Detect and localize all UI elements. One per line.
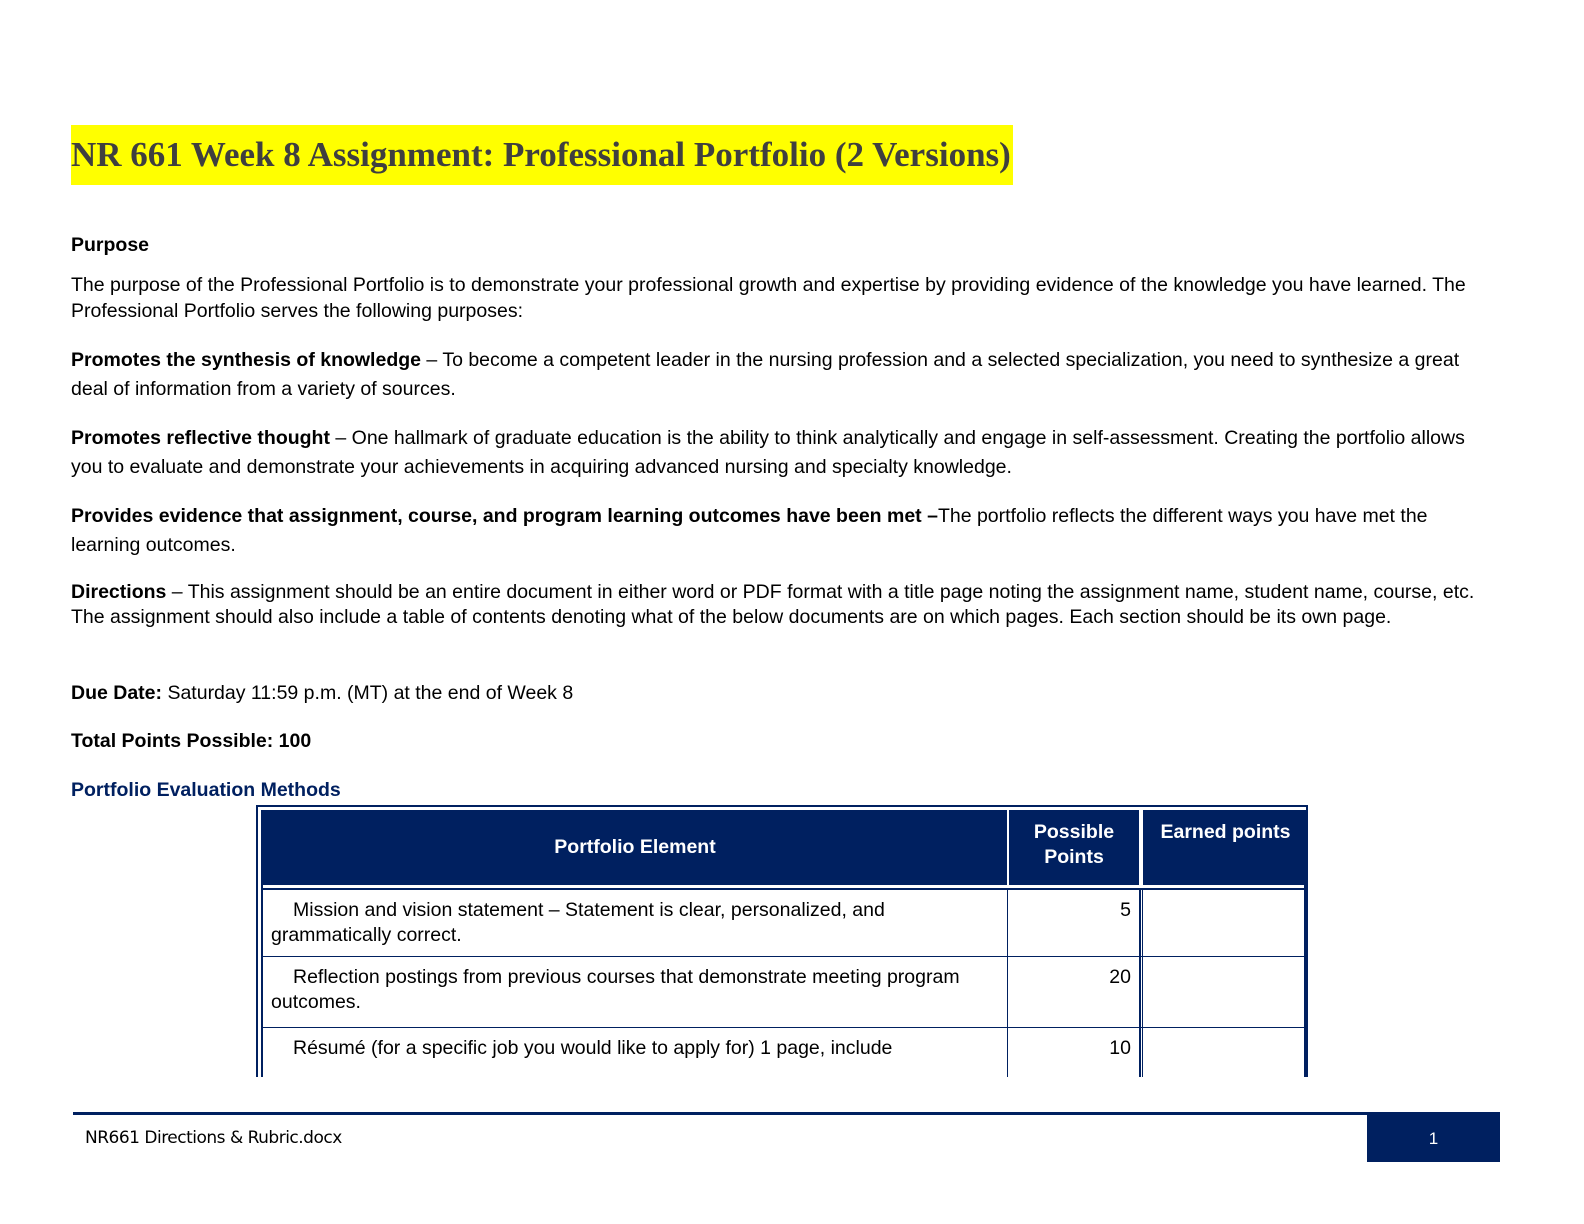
header-divider-double: [1139, 810, 1143, 885]
due-date-label: Due Date:: [71, 682, 163, 704]
header-portfolio-element: Portfolio Element: [554, 836, 716, 858]
header-divider: [1007, 810, 1009, 885]
synthesis-paragraph: Promotes the synthesis of knowledge – To…: [71, 346, 1491, 404]
row-element: Reflection postings from previous course…: [271, 965, 996, 1015]
header-possible-points: Possible Points: [1033, 821, 1115, 868]
purpose-heading: Purpose: [71, 232, 1491, 258]
table-row: Résumé (for a specific job you would lik…: [263, 1027, 1304, 1077]
purpose-heading-text: Purpose: [71, 234, 150, 256]
reflective-paragraph: Promotes reflective thought – One hallma…: [71, 424, 1491, 482]
row-points: 5: [1120, 899, 1131, 921]
due-date-text: Saturday 11:59 p.m. (MT) at the end of W…: [162, 682, 574, 704]
directions-label: Directions: [71, 581, 167, 603]
evidence-text: The portfolio reflects the different way…: [71, 505, 1428, 556]
column-divider: [1007, 888, 1008, 1077]
reflective-text: – One hallmark of graduate education is …: [71, 427, 1465, 478]
table-row: Reflection postings from previous course…: [263, 956, 1304, 1027]
evaluation-table-inner: Portfolio Element Possible Points Earned…: [261, 810, 1306, 1077]
evidence-label: Provides evidence that assignment, cours…: [71, 505, 938, 527]
row-element-text: Mission and vision statement – Statement…: [271, 899, 885, 946]
directions-paragraph: Directions – This assignment should be a…: [71, 580, 1491, 630]
total-points-line: Total Points Possible: 100: [71, 728, 1491, 754]
section-title: Portfolio Evaluation Methods: [71, 779, 341, 801]
purpose-paragraph: The purpose of the Professional Portfoli…: [71, 274, 1466, 322]
row-element: Résumé (for a specific job you would lik…: [271, 1036, 996, 1061]
evidence-paragraph: Provides evidence that assignment, cours…: [71, 502, 1491, 560]
row-element-text: Résumé (for a specific job you would lik…: [293, 1037, 893, 1059]
total-points-text: Total Points Possible: 100: [71, 730, 312, 752]
footer-rule: [73, 1112, 1500, 1115]
document-title: NR 661 Week 8 Assignment: Professional P…: [71, 135, 1011, 174]
table-header: Portfolio Element Possible Points Earned…: [263, 810, 1304, 885]
row-points: 10: [1109, 1037, 1131, 1059]
synthesis-text: – To become a competent leader in the nu…: [71, 349, 1460, 400]
header-separator: [263, 885, 1304, 890]
row-element-text: Reflection postings from previous course…: [271, 966, 960, 1013]
synthesis-label: Promotes the synthesis of knowledge: [71, 349, 421, 371]
title-highlight: NR 661 Week 8 Assignment: Professional P…: [71, 125, 1013, 185]
page-number-box: 1: [1367, 1115, 1500, 1162]
directions-text: – This assignment should be an entire do…: [71, 581, 1475, 628]
reflective-label: Promotes reflective thought: [71, 427, 330, 449]
evaluation-table: Portfolio Element Possible Points Earned…: [256, 805, 1308, 1077]
row-points: 20: [1109, 966, 1131, 988]
table-row: Mission and vision statement – Statement…: [263, 890, 1304, 956]
header-earned-points: Earned points: [1160, 821, 1291, 843]
page-number: 1: [1428, 1128, 1439, 1148]
due-date-line: Due Date: Saturday 11:59 p.m. (MT) at th…: [71, 680, 1491, 706]
footer-filename: NR661 Directions & Rubric.docx: [85, 1128, 342, 1148]
row-element: Mission and vision statement – Statement…: [271, 898, 996, 948]
column-divider-double: [1139, 888, 1143, 1077]
